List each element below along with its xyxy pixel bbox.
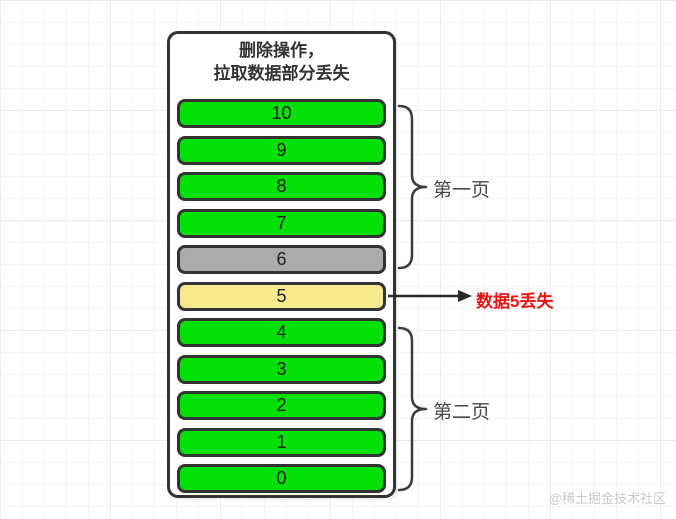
lost-arrow-icon — [388, 290, 472, 302]
page1-brace-icon — [397, 104, 428, 270]
page1-label: 第一页 — [433, 180, 491, 201]
lost-annotation: 数据5丢失 — [476, 292, 554, 311]
bar-value: 1 — [276, 432, 287, 452]
bar-value: 2 — [276, 395, 287, 415]
watermark: @稀土掘金技术社区 — [548, 491, 666, 506]
list-item-bar-2: 2 — [177, 391, 386, 420]
bar-value: 6 — [276, 249, 287, 269]
list-item-bar-0: 0 — [177, 464, 386, 493]
bar-value: 3 — [276, 359, 287, 379]
list-item-bar-3: 3 — [177, 355, 386, 384]
bar-value: 7 — [276, 213, 287, 233]
list-item-bar-7: 7 — [177, 209, 386, 238]
panel-title: 删除操作， 拉取数据部分丢失 — [167, 39, 396, 85]
bar-value: 8 — [276, 176, 287, 196]
bar-value: 9 — [276, 140, 287, 160]
bar-value: 5 — [276, 286, 287, 306]
bar-value: 10 — [271, 103, 292, 123]
list-item-bar-10: 10 — [177, 99, 386, 128]
panel-title-line2: 拉取数据部分丢失 — [213, 64, 350, 83]
bar-value: 0 — [276, 468, 287, 488]
list-item-bar-5-lost: 5 — [177, 282, 386, 311]
panel-title-line1: 删除操作， — [239, 41, 324, 60]
page2-label: 第二页 — [433, 402, 491, 423]
list-item-bar-6-deleted: 6 — [177, 245, 386, 274]
list-item-bar-9: 9 — [177, 136, 386, 165]
page2-brace-icon — [397, 326, 428, 492]
list-item-bar-4: 4 — [177, 318, 386, 347]
list-item-bar-8: 8 — [177, 172, 386, 201]
bar-value: 4 — [276, 322, 287, 342]
list-item-bar-1: 1 — [177, 428, 386, 457]
